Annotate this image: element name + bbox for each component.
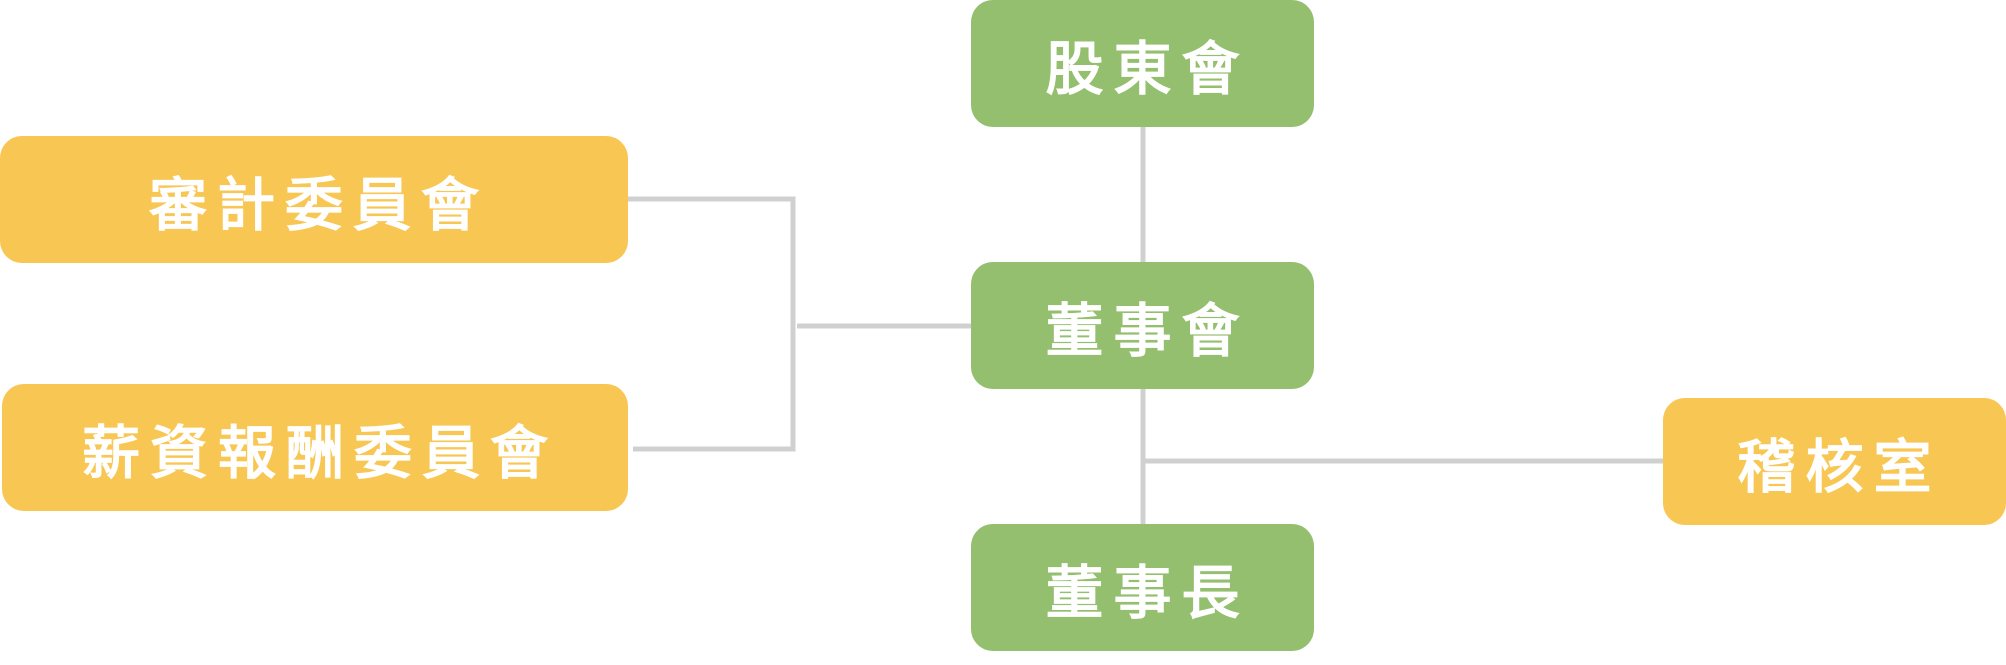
internal-audit-office-label: 稽核室 [1737, 432, 1942, 501]
chairman-label: 董事長 [1045, 558, 1250, 627]
board-of-directors-box: 董事會 [971, 262, 1314, 389]
compensation-committee-label: 薪資報酬委員會 [81, 418, 558, 487]
internal-audit-office-box: 稽核室 [1663, 398, 2006, 525]
audit-committee-label: 審計委員會 [148, 170, 489, 239]
connector-committees-bracket [628, 196, 796, 452]
compensation-committee-box: 薪資報酬委員會 [2, 384, 628, 511]
board-of-directors-label: 董事會 [1045, 296, 1250, 365]
chairman-box: 董事長 [971, 524, 1314, 651]
shareholders-meeting-label: 股東會 [1045, 34, 1250, 103]
audit-committee-box: 審計委員會 [0, 136, 628, 263]
shareholders-meeting-box: 股東會 [971, 0, 1314, 127]
